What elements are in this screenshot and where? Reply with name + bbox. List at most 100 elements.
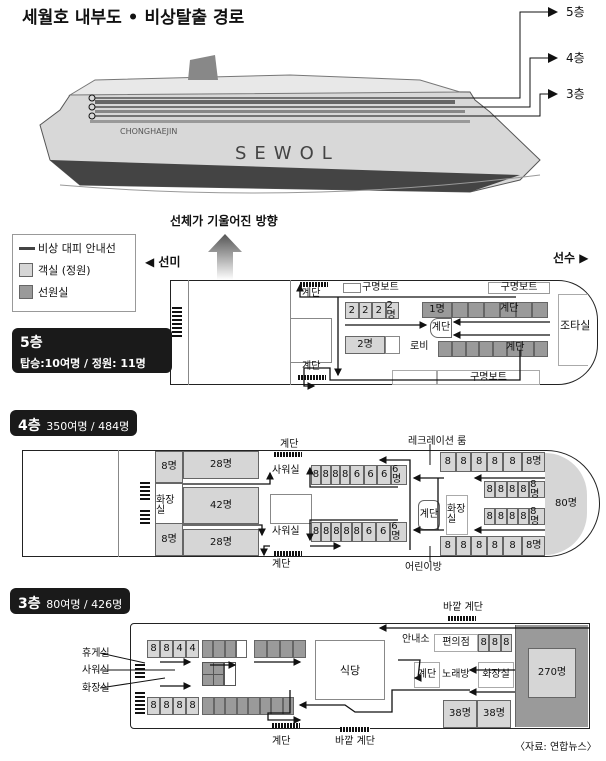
cabin: 8명 [529,506,545,526]
cabin: 8 [351,522,362,542]
convenience-store: 편의점 [434,634,478,652]
legend-route: 비상 대피 안내선 [38,242,116,255]
bridge-label: 조타실 [560,319,591,332]
stairs-label: 계단 [272,736,291,747]
shower-label: 사워실 [272,465,300,476]
source-credit: 〈자료: 연합뉴스〉 [515,742,597,753]
cabin: 8 [340,465,351,485]
cabin: 8 [173,697,186,715]
cabin: 8 [484,481,496,498]
legend-crew: 선원실 [38,286,69,299]
crew-rooms [202,662,224,686]
deck-3-badge: 3층 80여명 / 426명 [10,588,131,614]
deck-4-info: 350여명 / 484명 [46,420,130,433]
stairs-label: 계단 [302,288,321,299]
tilt-direction-label: 선체가 기울어진 방향 [170,214,278,228]
cabin: 42명 [183,487,259,524]
stern-text: 선미 [158,255,181,269]
cabin: 8 [311,465,321,485]
karaoke-room: 노래방 [442,669,470,680]
cabin: 4 [186,640,199,658]
bow-lounge-label: 270명 [528,648,576,698]
ship-illustration: SEWOL CHONGHAEJIN 5층 4층 3층 [0,0,606,200]
cabin: 8명 [522,536,545,556]
toilet-label: 화장실 [82,683,110,694]
cabin: 8 [495,481,507,498]
ship-name: SEWOL [235,143,340,164]
legend: 비상 대피 안내선 객실 (정원) 선원실 [12,234,136,312]
cabin: 8명 [529,479,545,499]
cabin: 28명 [183,529,259,556]
ship-operator: CHONGHAEJIN [120,127,178,136]
lifeboat-label: 구명보트 [362,282,399,293]
deck-3-pointer: 3층 [566,87,585,101]
cabin: 8 [484,508,496,525]
cabin: 8 [455,452,472,472]
cabin: 8 [455,536,472,556]
cabin: 8 [331,522,342,542]
legend-cabin: 객실 (정원) [38,264,91,277]
cabin: 2 [358,302,372,319]
outer-stairs-label: 바깥 계단 [335,736,375,747]
info-desk: 안내소 [402,634,430,645]
cabin: 8 [440,536,456,556]
cabin: 8 [471,536,488,556]
cabin: 8 [160,640,173,658]
toilet: 화장실 [446,495,468,535]
shower-label: 사워실 [82,665,110,676]
cabin: 8 [341,522,352,542]
stairs-icon [140,510,150,524]
stairs-label: 계단 [280,439,299,450]
cabin: 8 [311,522,322,542]
crew-rooms [202,640,247,658]
crew-rooms [254,640,306,658]
stairs-icon [298,375,326,380]
shower-label: 사워실 [272,526,300,537]
bow-text: 선수 [553,251,576,265]
cabin: 8명 [522,452,545,472]
cabin: 2명 [385,300,399,320]
cabin: 4 [173,640,186,658]
cabin: 8 [495,508,507,525]
stairs-icon [340,727,370,732]
toilet: 화장실 [478,662,514,688]
stairs-icon [274,452,302,457]
crew-rooms-top: 1명 [422,302,548,318]
cabin-swatch [19,263,33,277]
cabin: 6 [361,522,377,542]
cabin: 8 [186,697,199,715]
cabin: 8 [506,481,518,498]
stairs-label: 계단 [500,303,519,314]
cabin: 2명 [345,336,385,354]
cabin: 8 [517,508,530,525]
cabin: 8 [489,634,501,652]
stairs-icon [272,723,300,728]
deck-5-badge: 5층 탑승:10여명 / 정원: 11명 [12,328,172,373]
deck-5-cabins: 2 2 2 2명 [345,300,399,320]
cabin: 38명 [477,700,511,728]
outer-stairs-label: 바깥 계단 [443,602,483,613]
cabin: 8명 [155,451,183,483]
cabin: 8 [478,634,490,652]
stairs-center: 계단 [430,318,452,338]
cabin: 8 [147,697,160,715]
route-line-swatch [19,247,35,250]
lifeboat: 구명보트 [488,282,550,294]
stairs-icon [274,551,302,556]
stairs-label: 계단 [506,342,525,353]
page-title: 세월호 내부도 • 비상탈출 경로 [22,8,245,28]
deck-3-info: 80여명 / 426명 [46,598,123,611]
cabin: 6명 [390,522,407,542]
crew-room: 1명 [422,302,452,318]
lounge-label: 휴게실 [82,648,110,659]
deck-4-badge: 4층 350여명 / 484명 [10,410,138,436]
